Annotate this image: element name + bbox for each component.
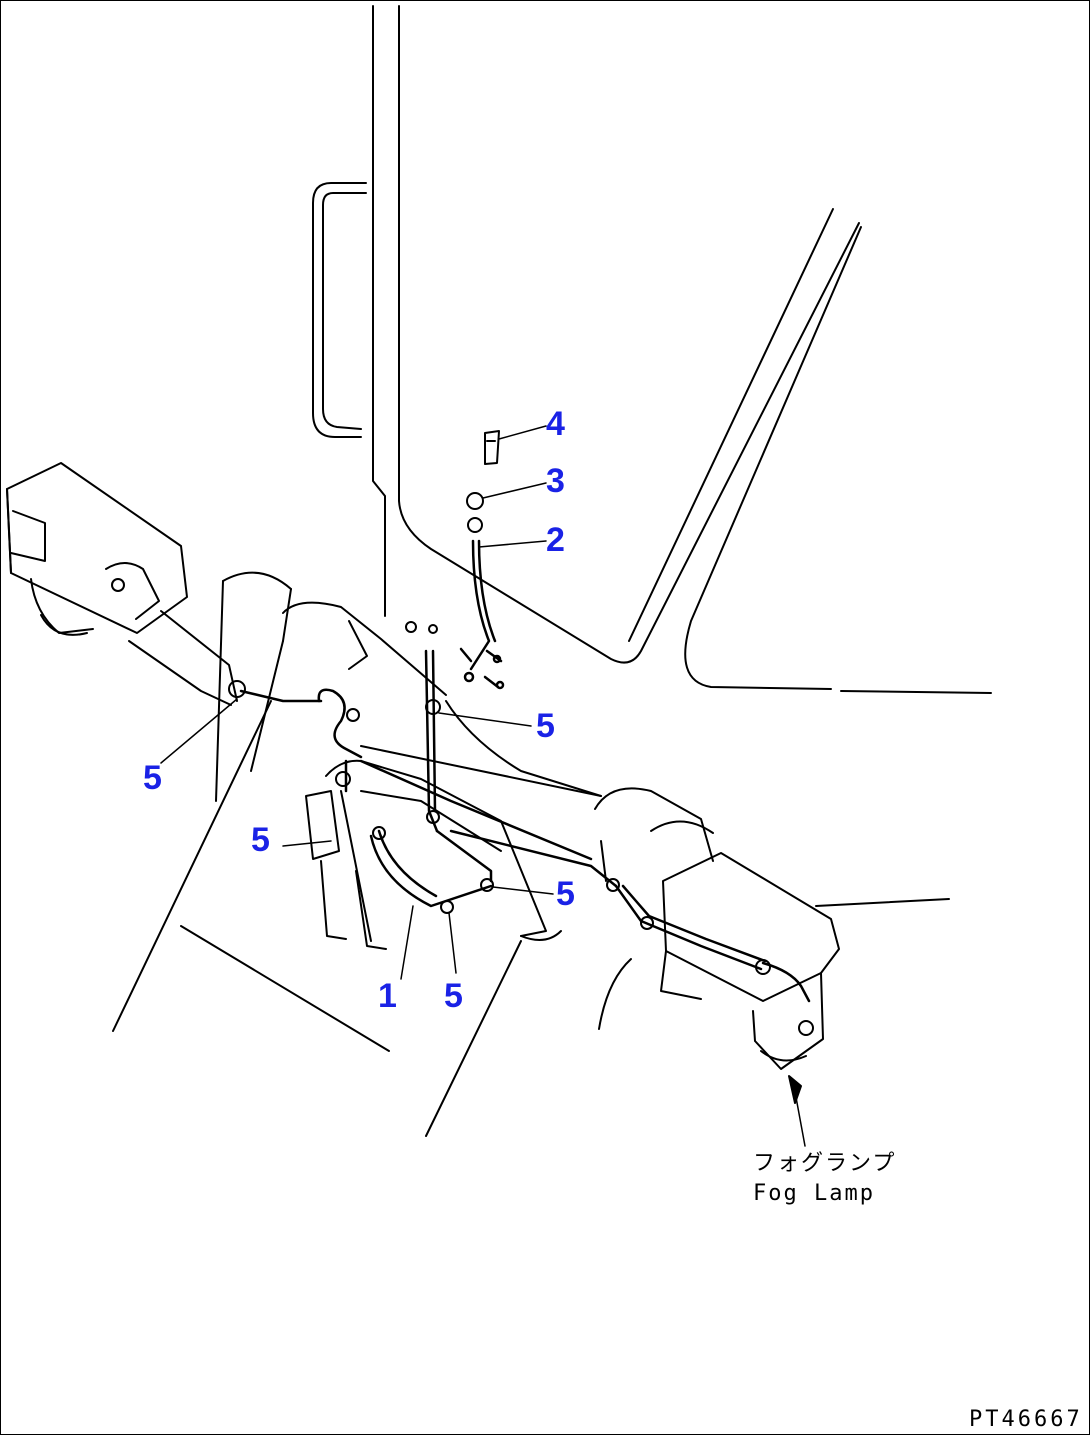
callout-5-middle-left: 5	[251, 821, 270, 859]
grab-handle	[312, 182, 367, 438]
clips-5	[228, 621, 771, 975]
callout-2: 2	[546, 521, 565, 559]
part-cap-3	[466, 492, 484, 533]
caption-japanese: フォグランプ	[753, 1151, 897, 1176]
callout-5-upper-right: 5	[536, 707, 555, 745]
leader-lines	[160, 425, 806, 1147]
callout-3: 3	[546, 462, 565, 500]
right-fog-lamp	[594, 787, 950, 1070]
wiring-harness	[239, 539, 811, 1003]
part-terminal-4	[484, 430, 500, 465]
cab-pillar	[372, 5, 992, 694]
caption-english: Fog Lamp	[753, 1181, 875, 1206]
callout-1: 1	[378, 977, 397, 1015]
callout-5-left: 5	[143, 759, 162, 797]
body-frame	[112, 571, 602, 1137]
callout-4: 4	[546, 405, 565, 443]
callout-5-middle-right: 5	[556, 875, 575, 913]
fog-lamp-arrow	[788, 1075, 802, 1104]
center-bracket	[305, 759, 562, 950]
left-fog-lamp	[6, 462, 238, 706]
callout-5-bottom: 5	[444, 977, 463, 1015]
part-id: PT46667	[969, 1407, 1083, 1432]
